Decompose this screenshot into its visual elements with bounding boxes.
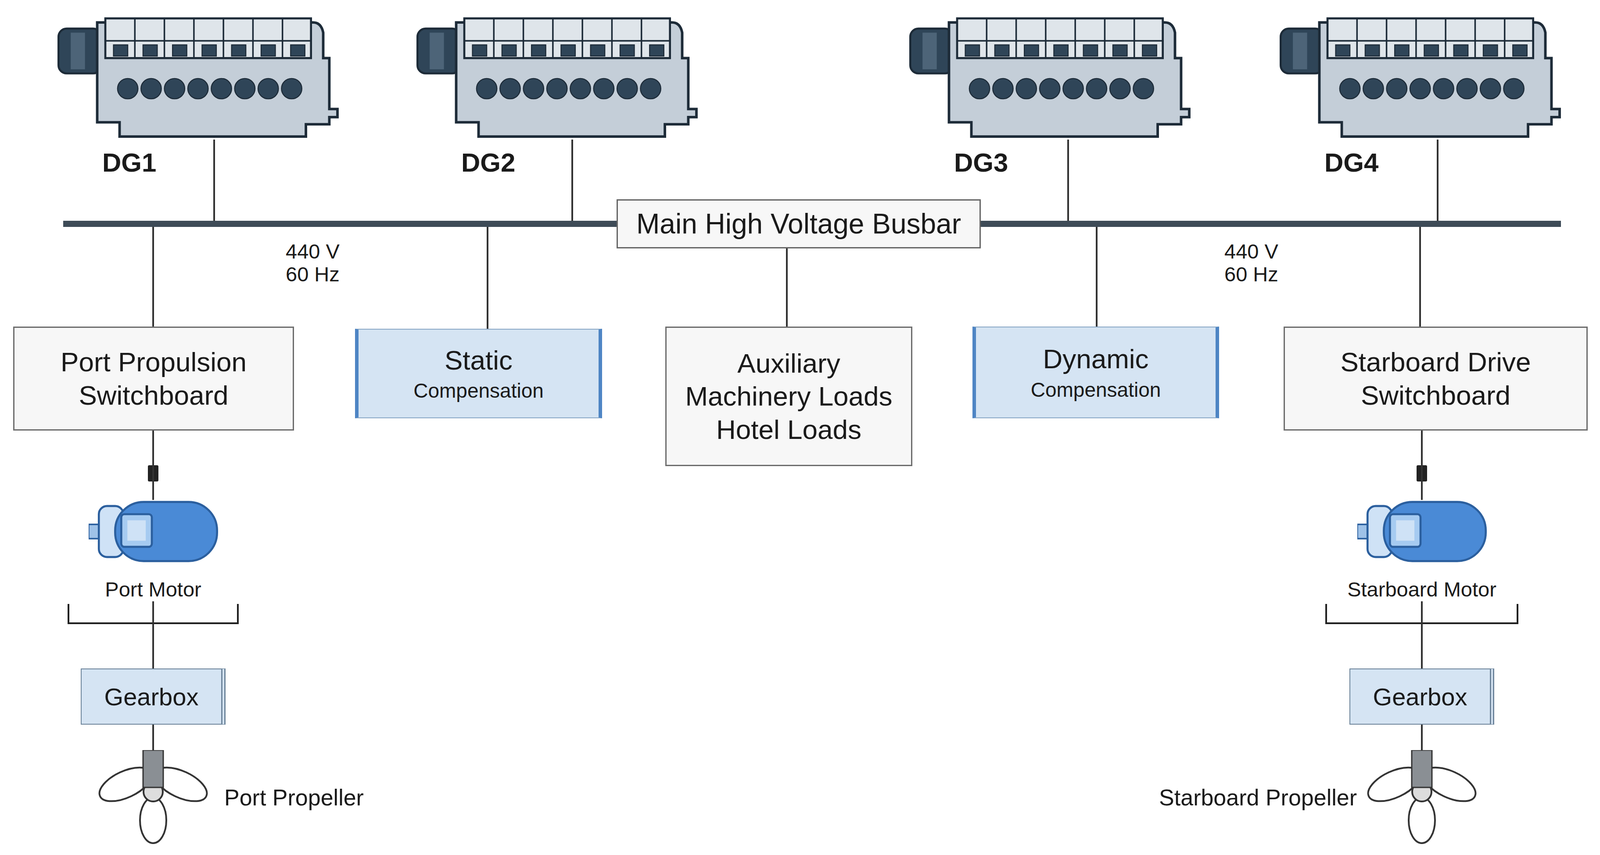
- switchboard-box: Port Propulsion Switchboard: [13, 326, 295, 431]
- node-text: Compensation: [1030, 376, 1162, 404]
- wire: [1420, 430, 1423, 500]
- generator: DG2: [415, 12, 698, 140]
- wire: [1095, 226, 1098, 327]
- node-text: Gearbox: [104, 682, 199, 711]
- wire: [152, 430, 155, 500]
- wire: [571, 139, 574, 221]
- node-text: Port Propeller: [224, 784, 364, 811]
- generator-engine: [58, 18, 338, 137]
- wire: [152, 724, 155, 750]
- generator-engine: [1280, 18, 1560, 137]
- compensation-box: StaticCompensation: [355, 328, 603, 419]
- propeller: Port Propeller: [93, 749, 213, 845]
- wire: [1420, 724, 1423, 750]
- gearbox-box: Gearbox: [80, 668, 226, 725]
- node-text: DG4: [1324, 147, 1379, 178]
- motor: Port Motor: [68, 499, 238, 602]
- motor-icon: [88, 502, 218, 562]
- node-text: Compensation: [413, 377, 544, 405]
- generator: DG1: [56, 12, 339, 140]
- generator-engine: [417, 18, 697, 137]
- load-box: Auxiliary Machinery LoadsHotel Loads: [665, 326, 913, 467]
- wire: [486, 226, 489, 329]
- node-text: Starboard Motor: [1344, 577, 1500, 602]
- wire: [1419, 226, 1421, 327]
- node-text: DG1: [102, 147, 157, 178]
- node-text: Starboard Drive Switchboard: [1294, 345, 1577, 412]
- node-text: Hotel Loads: [716, 412, 862, 447]
- generator-engine: [910, 18, 1190, 137]
- wire: [1420, 601, 1423, 669]
- motor-icon: [1357, 502, 1486, 562]
- wire: [1436, 139, 1439, 221]
- node-text: Port Motor: [102, 577, 204, 602]
- propeller: Starboard Propeller: [1362, 749, 1482, 845]
- wire: [213, 139, 216, 221]
- node-text: DG3: [954, 147, 1009, 178]
- node-text: Port Propulsion Switchboard: [24, 345, 284, 412]
- node-text: Starboard Propeller: [1158, 784, 1357, 811]
- node-text: Static: [444, 342, 513, 379]
- propeller-icon: [1363, 749, 1481, 844]
- wire: [152, 226, 155, 327]
- switchboard-box: Starboard Drive Switchboard: [1283, 326, 1588, 431]
- voltage-label: 440 V 60 Hz: [1224, 240, 1293, 286]
- node-text: Gearbox: [1373, 682, 1468, 711]
- voltage-label: 440 V 60 Hz: [285, 240, 354, 286]
- wire: [1067, 139, 1070, 221]
- node-text: Dynamic: [1042, 341, 1149, 377]
- motor: Starboard Motor: [1337, 499, 1507, 602]
- gearbox-box: Gearbox: [1349, 668, 1495, 725]
- node-text: Main High Voltage Busbar: [616, 199, 981, 249]
- wire: [152, 601, 155, 669]
- propeller-icon: [94, 749, 212, 844]
- generator: DG3: [907, 12, 1191, 140]
- compensation-box: DynamicCompensation: [972, 326, 1220, 419]
- busbar: Main High Voltage Busbar: [63, 220, 1561, 227]
- generator: DG4: [1278, 12, 1561, 140]
- node-text: DG2: [461, 147, 516, 178]
- node-text: Auxiliary Machinery Loads: [676, 346, 902, 413]
